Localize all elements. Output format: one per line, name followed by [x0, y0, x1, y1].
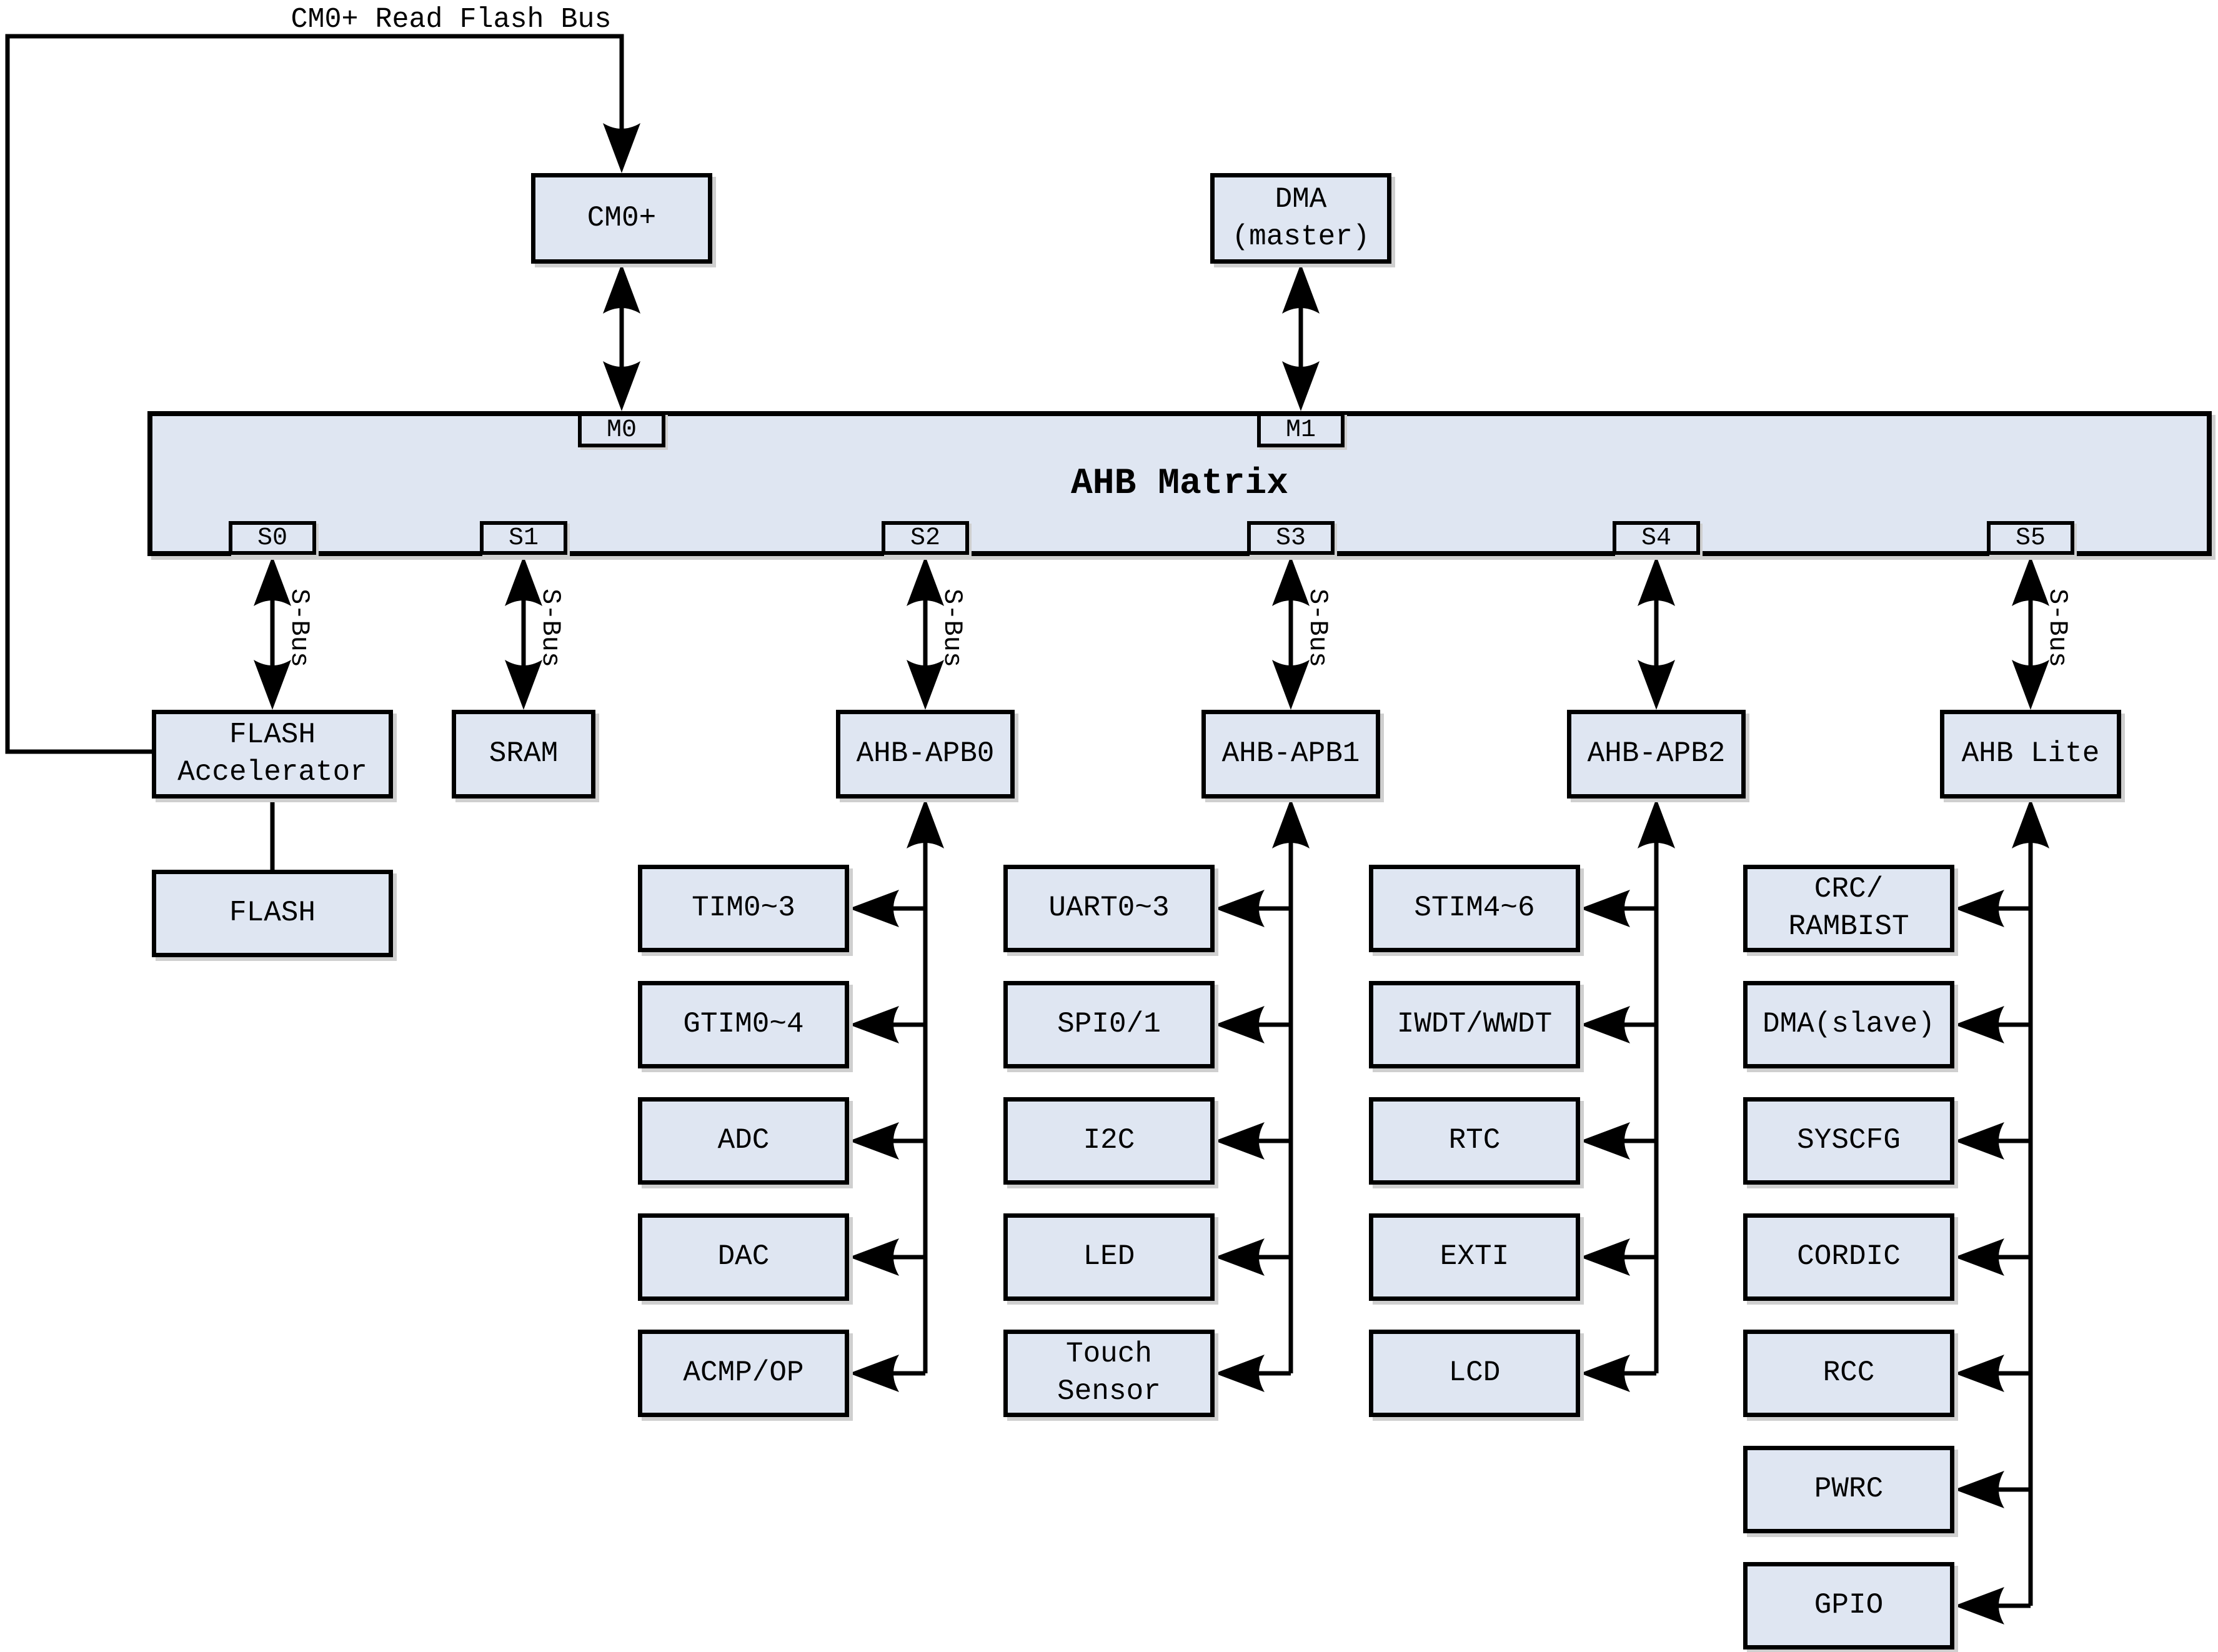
slave-bus-s2: [907, 556, 944, 710]
peripheral-bus-col0: [849, 799, 944, 1392]
peripheral-syscfg: SYSCFG: [1743, 1097, 1954, 1185]
peripheral-rtc: RTC: [1369, 1097, 1580, 1185]
sram-box: SRAM: [452, 710, 595, 799]
ahb-matrix: AHB Matrix M0 M1 S0 S1 S2 S3 S4 S5: [147, 411, 2212, 556]
peripheral-spi0-1: SPI0/1: [1003, 981, 1215, 1068]
sbus-label-s3: S-Bus: [1303, 589, 1333, 668]
peripheral-crc-rambist: CRC/ RAMBIST: [1743, 865, 1954, 952]
slave-port-s4: S4: [1613, 521, 1700, 555]
bridge-ahb-apb0-box: AHB-APB0: [836, 710, 1015, 799]
peripheral-lcd: LCD: [1369, 1330, 1580, 1417]
peripheral-bus-col2: [1580, 799, 1675, 1392]
peripheral-iwdt-wwdt: IWDT/WWDT: [1369, 981, 1580, 1068]
peripheral-rcc: RCC: [1743, 1330, 1954, 1417]
flash-accelerator-box: FLASH Accelerator: [152, 710, 393, 799]
peripheral-tim0-3: TIM0~3: [638, 865, 849, 952]
bridge-ahb-apb1-box: AHB-APB1: [1201, 710, 1380, 799]
slave-port-s5: S5: [1987, 521, 2074, 555]
read-flash-bus-label: CM0+ Read Flash Bus: [291, 4, 612, 36]
sbus-label-s5: S-Bus: [2042, 589, 2072, 668]
peripheral-bus-col3: [1954, 799, 2049, 1625]
slave-port-s3: S3: [1247, 521, 1335, 555]
peripheral-i2c: I2C: [1003, 1097, 1215, 1185]
slave-bus-s5: [2012, 556, 2049, 710]
peripheral-adc: ADC: [638, 1097, 849, 1185]
slave-bus-s0: [254, 556, 291, 710]
sbus-label-s2: S-Bus: [937, 589, 967, 668]
peripheral-cordic: CORDIC: [1743, 1213, 1954, 1301]
dma-master-box: DMA (master): [1210, 173, 1391, 264]
master-port-m1: M1: [1257, 412, 1345, 447]
peripheral-exti: EXTI: [1369, 1213, 1580, 1301]
read-flash-bus-wire: [5, 34, 640, 754]
slave-port-s0: S0: [229, 521, 316, 555]
bridge-ahb-apb2-box: AHB-APB2: [1567, 710, 1746, 799]
peripheral-gtim0-4: GTIM0~4: [638, 981, 849, 1068]
slave-bus-s3: [1272, 556, 1310, 710]
master-port-m0: M0: [578, 412, 665, 447]
master-bus-m1: [1282, 264, 1320, 411]
peripheral-stim4-6: STIM4~6: [1369, 865, 1580, 952]
peripheral-uart0-3: UART0~3: [1003, 865, 1215, 952]
slave-bus-s4: [1638, 556, 1675, 710]
cm0plus-box: CM0+: [531, 173, 712, 264]
bridge-ahb-lite-box: AHB Lite: [1940, 710, 2121, 799]
ahb-matrix-title: AHB Matrix: [1070, 463, 1289, 504]
peripheral-pwrc: PWRC: [1743, 1446, 1954, 1533]
peripheral-acmp-op: ACMP/OP: [638, 1330, 849, 1417]
peripheral-dac: DAC: [638, 1213, 849, 1301]
master-bus-m0: [603, 264, 640, 411]
peripheral-touch-sensor: Touch Sensor: [1003, 1330, 1215, 1417]
peripheral-led: LED: [1003, 1213, 1215, 1301]
slave-bus-s1: [505, 556, 542, 710]
peripheral-gpio: GPIO: [1743, 1562, 1954, 1650]
slave-port-s1: S1: [480, 521, 567, 555]
sbus-label-s0: S-Bus: [284, 589, 314, 668]
flash-box: FLASH: [152, 870, 393, 957]
sbus-label-s1: S-Bus: [535, 589, 565, 668]
slave-port-s2: S2: [882, 521, 969, 555]
peripheral-bus-col1: [1215, 799, 1310, 1392]
peripheral-dma-slave: DMA(slave): [1743, 981, 1954, 1068]
